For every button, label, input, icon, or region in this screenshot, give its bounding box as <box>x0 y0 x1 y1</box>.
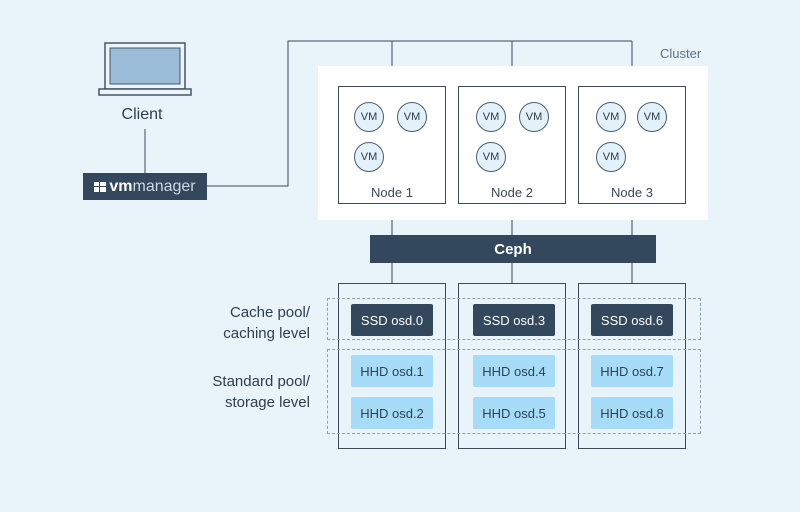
ssd-osd: SSD osd.0 <box>351 304 433 336</box>
standard-pool-label: Standard pool/ storage level <box>170 371 310 413</box>
vm-circle: VM <box>397 102 427 132</box>
node-label: Node 2 <box>491 185 533 200</box>
osd-host-1 <box>338 283 446 449</box>
vm-circle: VM <box>637 102 667 132</box>
cache-pool-label-line2: caching level <box>223 325 310 342</box>
node-2-box <box>458 86 566 204</box>
vmmanager-prefix: vm <box>109 177 133 195</box>
node-3-box <box>578 86 686 204</box>
vm-circle: VM <box>519 102 549 132</box>
cache-pool-label-line1: Cache pool/ <box>229 304 310 321</box>
cluster-label: Cluster <box>660 46 702 61</box>
standard-pool-label-line1: Standard pool/ <box>212 373 310 390</box>
vm-circle: VM <box>476 142 506 172</box>
manager-connector <box>207 40 632 187</box>
node-label: Node 1 <box>371 185 413 200</box>
cache-pool-band <box>327 298 701 340</box>
standard-pool-label-line2: storage level <box>224 394 310 411</box>
hhd-osd: HHD osd.1 <box>351 355 433 387</box>
vm-circle: VM <box>354 142 384 172</box>
osd-host-3 <box>578 283 686 449</box>
hhd-osd: HHD osd.4 <box>473 355 555 387</box>
vmmanager-suffix: manager <box>132 177 196 195</box>
node-1-box <box>338 86 446 204</box>
ssd-osd: SSD osd.6 <box>591 304 673 336</box>
client-label: Client <box>121 106 163 123</box>
node-label: Node 3 <box>611 185 653 200</box>
vm-circle: VM <box>596 102 626 132</box>
vm-circle: VM <box>596 142 626 172</box>
cache-pool-label: Cache pool/ caching level <box>170 302 310 344</box>
hhd-osd: HHD osd.7 <box>591 355 673 387</box>
vm-circle: VM <box>476 102 506 132</box>
osd-host-2 <box>458 283 566 449</box>
vm-circle: VM <box>354 102 384 132</box>
laptop-icon <box>98 42 192 96</box>
hhd-osd: HHD osd.8 <box>591 397 673 429</box>
hhd-osd: HHD osd.5 <box>473 397 555 429</box>
standard-pool-band <box>327 349 701 434</box>
ssd-osd: SSD osd.3 <box>473 304 555 336</box>
ceph-bar: Ceph <box>370 235 656 263</box>
vmmanager-mark-icon <box>94 181 107 192</box>
hhd-osd: HHD osd.2 <box>351 397 433 429</box>
